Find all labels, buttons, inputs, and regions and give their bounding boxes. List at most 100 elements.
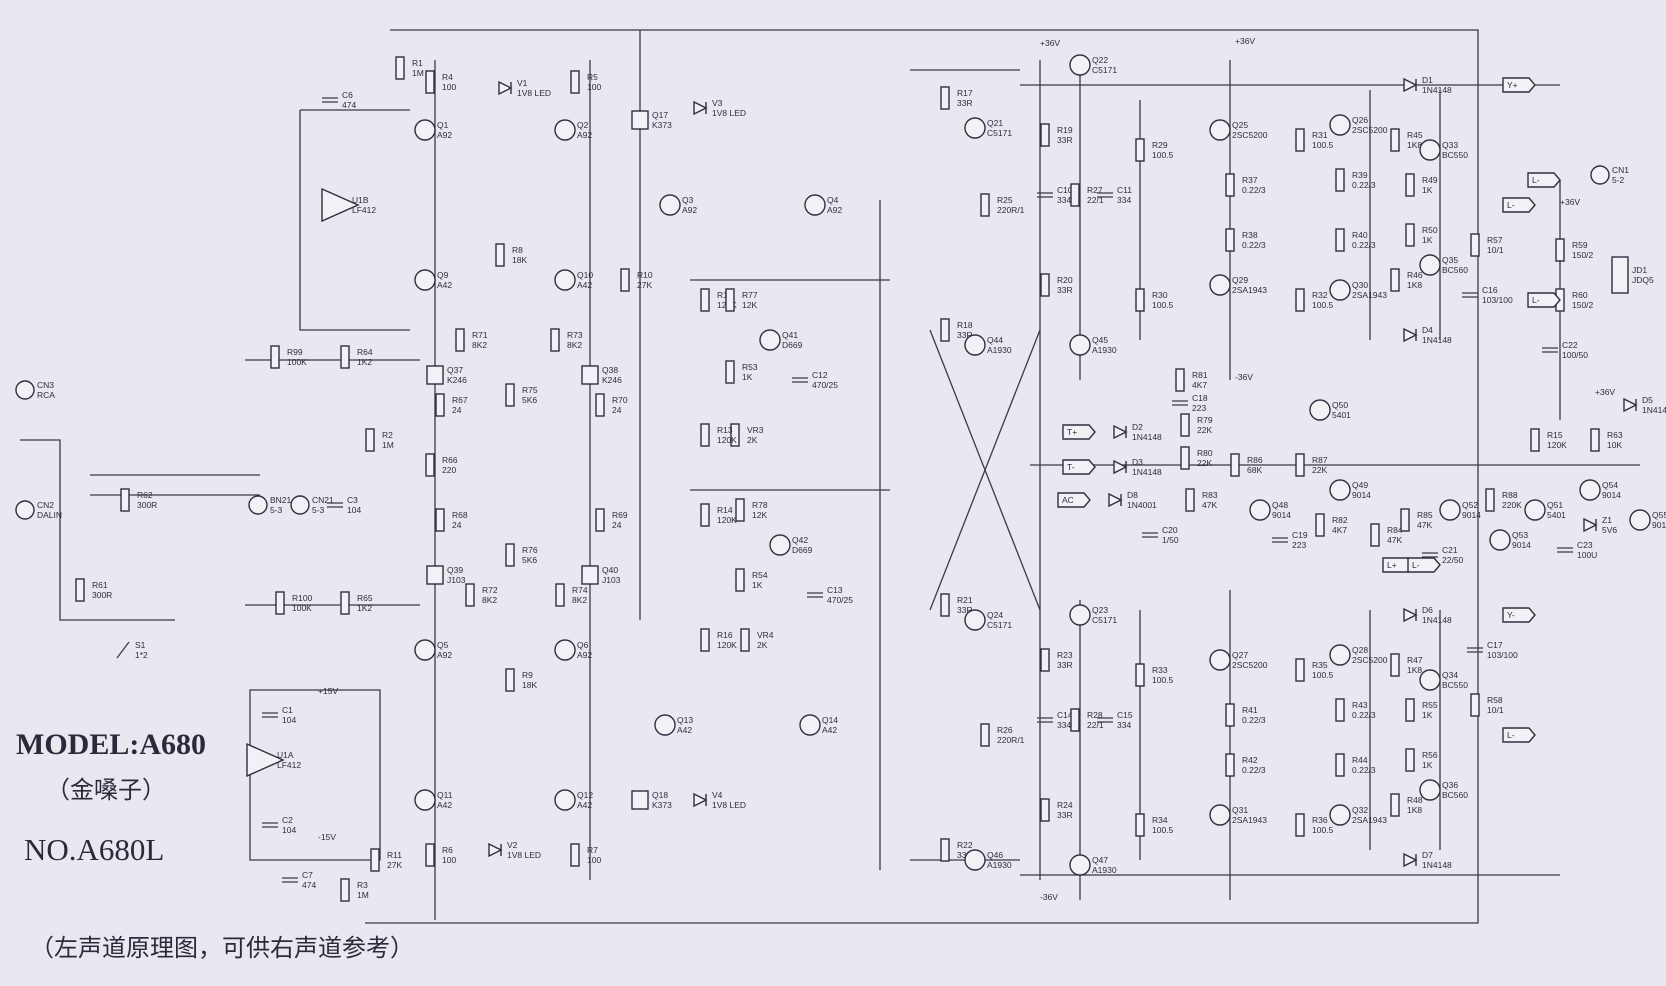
ref-label: R35: [1312, 660, 1328, 670]
value-label: 5V6: [1602, 525, 1617, 535]
component-q6-symbol: [554, 639, 576, 661]
ref-label: R73: [567, 330, 583, 340]
value-label: 150/2: [1572, 300, 1594, 310]
component-q12-symbol: [554, 789, 576, 811]
terminal-label: L+: [1387, 560, 1397, 570]
ref-label: R64: [357, 347, 373, 357]
component-c17-symbol: [1467, 647, 1483, 653]
component-d6-symbol: [1403, 607, 1418, 623]
component-q10-symbol: [554, 269, 576, 291]
component-r64-symbol: [340, 345, 350, 369]
value-label: 1K8: [1407, 665, 1422, 675]
ref-label: C21: [1442, 545, 1458, 555]
component-q49-symbol: [1329, 479, 1351, 501]
ref-label: R100: [292, 593, 313, 603]
ref-label: Q22: [1092, 55, 1108, 65]
ref-label: R13: [717, 425, 733, 435]
value-label: A1930: [987, 345, 1012, 355]
value-label: J103: [447, 575, 466, 585]
ref-label: C20: [1162, 525, 1178, 535]
component-jd1-symbol: [1611, 256, 1629, 294]
ref-label: R34: [1152, 815, 1168, 825]
ref-label: C14: [1057, 710, 1073, 720]
ref-label: Q40: [602, 565, 618, 575]
value-label: 0.22/3: [1242, 765, 1266, 775]
ref-label: Q31: [1232, 805, 1248, 815]
terminal-label: L-: [1507, 730, 1515, 740]
component-c11-symbol: [1097, 192, 1113, 198]
value-label: A92: [577, 650, 592, 660]
value-label: 474: [302, 880, 316, 890]
value-label: 9014: [1652, 520, 1666, 530]
ref-label: R47: [1407, 655, 1423, 665]
ref-label: Q13: [677, 715, 693, 725]
ref-label: R72: [482, 585, 498, 595]
component-s1: S11*2: [116, 640, 148, 660]
ref-label: Q36: [1442, 780, 1458, 790]
component-r71-symbol: [455, 328, 465, 352]
ref-label: R60: [1572, 290, 1588, 300]
component-q5-symbol: [414, 639, 436, 661]
component-q29-symbol: [1209, 274, 1231, 296]
model-subtitle: （金嗓子）: [46, 776, 166, 804]
ref-label: R57: [1487, 235, 1503, 245]
terminal: L-: [1502, 197, 1536, 213]
ref-label: Q24: [987, 610, 1003, 620]
component-c22-symbol: [1542, 347, 1558, 353]
component-c16-symbol: [1462, 292, 1478, 298]
value-label: A92: [577, 130, 592, 140]
component-u1a-symbol: [246, 742, 285, 778]
component-r68-symbol: [435, 508, 445, 532]
ref-label: R3: [357, 880, 368, 890]
component-r46-symbol: [1390, 268, 1400, 292]
ref-label: C1: [282, 705, 293, 715]
value-label: 104: [282, 825, 296, 835]
value-label: 120K: [1547, 440, 1567, 450]
ref-label: R17: [957, 88, 973, 98]
component-q45-symbol: [1069, 334, 1091, 356]
component-r24-symbol: [1040, 798, 1050, 822]
ref-label: R18: [957, 320, 973, 330]
ref-label: R69: [612, 510, 628, 520]
value-label: 100: [587, 82, 601, 92]
ref-label: R8: [512, 245, 523, 255]
component-d1-symbol: [1403, 77, 1418, 93]
ref-label: Q52: [1462, 500, 1478, 510]
value-label: 0.22/3: [1352, 710, 1376, 720]
value-label: 33R: [1057, 660, 1073, 670]
component-r44-symbol: [1335, 753, 1345, 777]
component-s1-symbol: [116, 641, 130, 659]
ref-label: Q51: [1547, 500, 1563, 510]
value-label: C5171: [987, 128, 1012, 138]
rail-label: -36V: [1235, 372, 1253, 382]
terminal: T+: [1062, 424, 1096, 440]
component-c6-symbol: [322, 97, 338, 103]
